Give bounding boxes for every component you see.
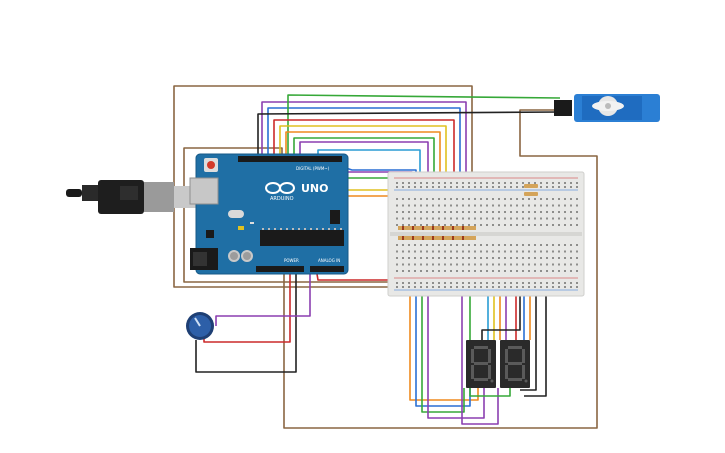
- usb-cable: [66, 180, 196, 214]
- resistor-bank: [398, 226, 476, 240]
- arduino-uno-board: UNO ARDUINO DIGITAL (PWM~): [189, 153, 349, 275]
- model-label: UNO: [301, 182, 329, 195]
- seven-segment-display-right: [500, 340, 530, 388]
- resistor-pair: [524, 184, 538, 196]
- seven-segment-display-left: [466, 340, 496, 388]
- analog-header-label: ANALOG IN: [318, 258, 340, 263]
- digital-header: DIGITAL (PWM~): [238, 156, 342, 171]
- brand-label: ARDUINO: [270, 196, 294, 202]
- potentiometer[interactable]: [186, 312, 214, 340]
- analog-header: ANALOG IN: [310, 258, 344, 272]
- breadboard: [387, 171, 585, 297]
- power-header-label: POWER: [284, 258, 299, 263]
- servo-motor: [554, 94, 660, 122]
- power-header: POWER: [256, 258, 304, 272]
- breadboard-holes: [396, 182, 578, 288]
- arduino-logo: UNO ARDUINO: [265, 182, 329, 202]
- digital-header-label: DIGITAL (PWM~): [296, 166, 330, 171]
